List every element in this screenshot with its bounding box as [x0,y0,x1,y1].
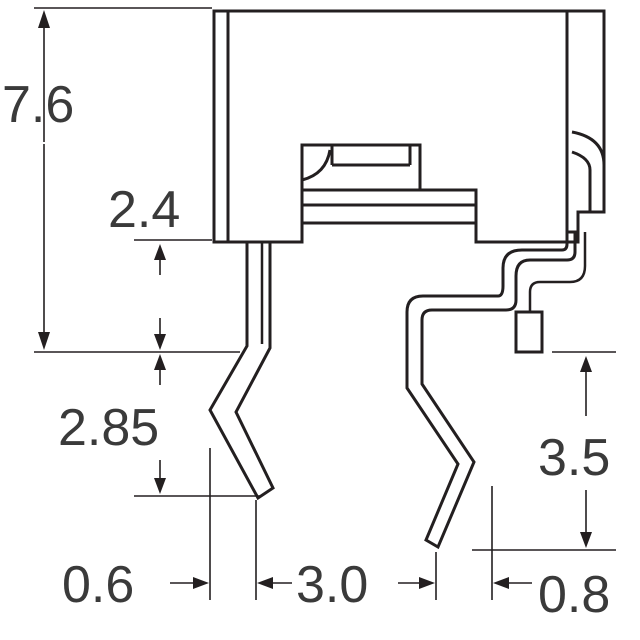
right-lead [405,230,587,550]
dimension-label-lead-height-right: 3.5 [538,429,610,487]
dimension-label-total-height: 7.6 [2,76,74,134]
dimension-lead-offset-left [170,577,209,589]
dimension-body-offset [134,239,212,350]
dimension-total-height [34,7,240,353]
actuator-slot [301,145,476,225]
dimension-label-body-offset: 2.4 [108,181,180,239]
dimension-horizontal-extensions [209,448,493,600]
side-clip [571,130,606,212]
dimension-lead-height-left [134,354,262,497]
dimension-lead-height-right [472,351,616,551]
switch-body [212,9,606,244]
dimension-label-lead-offset-left: 0.6 [62,556,134,614]
left-lead [208,240,275,501]
dimension-label-pitch: 3.0 [296,556,368,614]
dimension-label-lead-offset-right: 0.8 [538,566,610,624]
dimension-lead-offset-right [493,577,532,589]
dimension-label-lead-height-left: 2.85 [58,399,159,457]
dimension-pitch [257,577,435,589]
